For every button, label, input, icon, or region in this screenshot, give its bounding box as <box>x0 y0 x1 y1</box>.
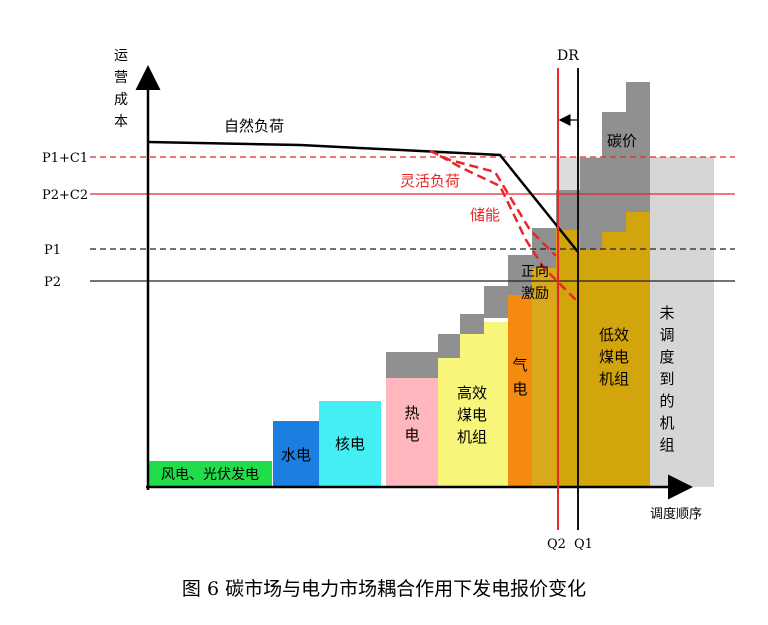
svg-text:机组: 机组 <box>599 370 629 388</box>
svg-text:未: 未 <box>659 304 674 322</box>
x-axis-label: 调度顺序 <box>650 506 702 522</box>
svg-text:煤电: 煤电 <box>599 348 629 366</box>
nuclear-label: 核电 <box>335 435 365 453</box>
svg-text:的: 的 <box>659 392 674 410</box>
natural-load-label: 自然负荷 <box>224 117 284 135</box>
flexible-load-label: 灵活负荷 <box>400 172 460 190</box>
carbon-price-steps <box>386 82 650 378</box>
storage-curve <box>439 154 579 303</box>
efficient-coal-label: 高效 煤电 机组 <box>457 384 487 446</box>
positive-incentive-label: 正向 激励 <box>521 264 549 302</box>
svg-text:煤电: 煤电 <box>457 406 487 424</box>
storage-label: 储能 <box>470 206 500 224</box>
hydro-label: 水电 <box>281 446 311 464</box>
svg-text:到: 到 <box>659 370 674 388</box>
natural-load-curve <box>147 140 579 253</box>
level-label-p2: P2 <box>44 275 61 290</box>
unscheduled-block <box>648 157 714 487</box>
svg-text:度: 度 <box>659 348 674 366</box>
svg-text:低效: 低效 <box>599 326 629 344</box>
svg-text:运: 运 <box>114 48 128 64</box>
svg-text:激励: 激励 <box>521 285 549 302</box>
q1-label: Q1 <box>574 537 593 552</box>
hydro-block <box>273 421 319 487</box>
level-lines <box>90 156 735 282</box>
q2-label: Q2 <box>547 537 566 552</box>
svg-text:热: 热 <box>404 404 419 422</box>
level-label-p1: P1 <box>44 243 61 258</box>
nuclear-block <box>319 401 381 487</box>
heat-block <box>386 378 438 487</box>
inefficient-coal-label: 低效 煤电 机组 <box>599 326 629 388</box>
gas-label: 气 电 <box>512 356 527 398</box>
svg-text:机: 机 <box>659 414 674 432</box>
svg-text:电: 电 <box>404 426 419 444</box>
svg-text:本: 本 <box>114 114 128 130</box>
figure-caption: 图 6 碳市场与电力市场耦合作用下发电报价变化 <box>181 578 587 600</box>
svg-text:机组: 机组 <box>457 428 487 446</box>
svg-text:组: 组 <box>659 436 674 454</box>
heat-label: 热 电 <box>404 404 419 444</box>
wind-solar-block <box>148 461 272 487</box>
svg-text:营: 营 <box>114 70 128 86</box>
wind-solar-label: 风电、光伏发电 <box>161 467 259 483</box>
svg-text:高效: 高效 <box>457 384 487 402</box>
svg-text:调: 调 <box>659 326 674 344</box>
gas-block <box>508 295 532 487</box>
svg-text:正向: 正向 <box>521 264 549 280</box>
svg-text:电: 电 <box>512 380 527 398</box>
market-diagram: P1+C1 P2+C2 P1 P2 运 营 成 本 调度顺序 自然负荷 灵活负荷… <box>42 48 735 552</box>
svg-text:气: 气 <box>512 356 527 374</box>
level-label-p2c2: P2+C2 <box>42 188 88 203</box>
efficient-coal-block <box>438 322 508 487</box>
carbon-price-label: 碳价 <box>607 132 637 150</box>
y-axis-label: 运 营 成 本 <box>114 48 128 130</box>
level-label-p1c1: P1+C1 <box>42 151 88 166</box>
dr-label: DR <box>557 48 579 64</box>
svg-text:成: 成 <box>114 92 128 108</box>
unscheduled-label: 未 调 度 到 的 机 组 <box>659 304 674 454</box>
positive-incentive-block <box>532 268 556 487</box>
